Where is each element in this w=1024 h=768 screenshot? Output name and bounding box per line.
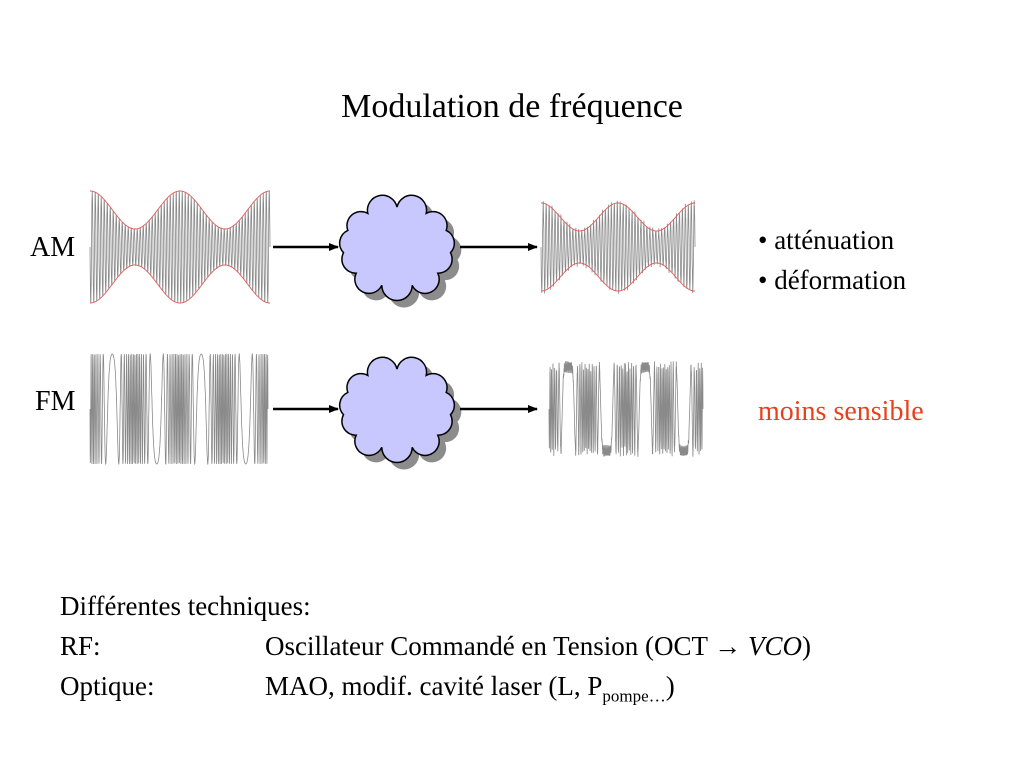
technique-optique: Optique: MAO, modif. cavité laser (L, Pp… (60, 666, 675, 706)
rf-value: Oscillateur Commandé en Tension (OCT → V… (265, 631, 812, 661)
optique-value: MAO, modif. cavité laser (L, Ppompe…) (265, 671, 675, 706)
rf-label: RF: (60, 631, 101, 661)
am-notes: • atténuation • déformation (758, 220, 906, 300)
am-output-envelope-top (541, 202, 695, 232)
fm-output-signal (548, 361, 704, 457)
optique-label: Optique: (60, 671, 155, 701)
am-cloud-icon (338, 194, 462, 308)
am-input-carrier (89, 190, 271, 304)
page-title: Modulation de fréquence (341, 88, 683, 125)
am-output-envelope-bottom (541, 262, 695, 292)
note-deformation: • déformation (758, 265, 907, 295)
techniques-block: Différentes techniques: RF: Oscillateur … (60, 586, 811, 706)
fm-input-signal (89, 352, 269, 466)
note-attenuation: • atténuation (758, 225, 895, 255)
am-input-envelope-top (90, 190, 270, 230)
fm-cloud-icon (338, 356, 462, 470)
technique-rf: RF: Oscillateur Commandé en Tension (OCT… (60, 626, 811, 666)
am-input-envelope-bottom (90, 264, 270, 304)
fm-note: moins sensible (758, 396, 924, 427)
am-output-carrier (540, 200, 696, 295)
fm-label: FM (35, 386, 76, 417)
arrow-right-icon: → (714, 631, 742, 661)
techniques-heading: Différentes techniques: (60, 591, 311, 621)
am-label: AM (30, 232, 76, 263)
